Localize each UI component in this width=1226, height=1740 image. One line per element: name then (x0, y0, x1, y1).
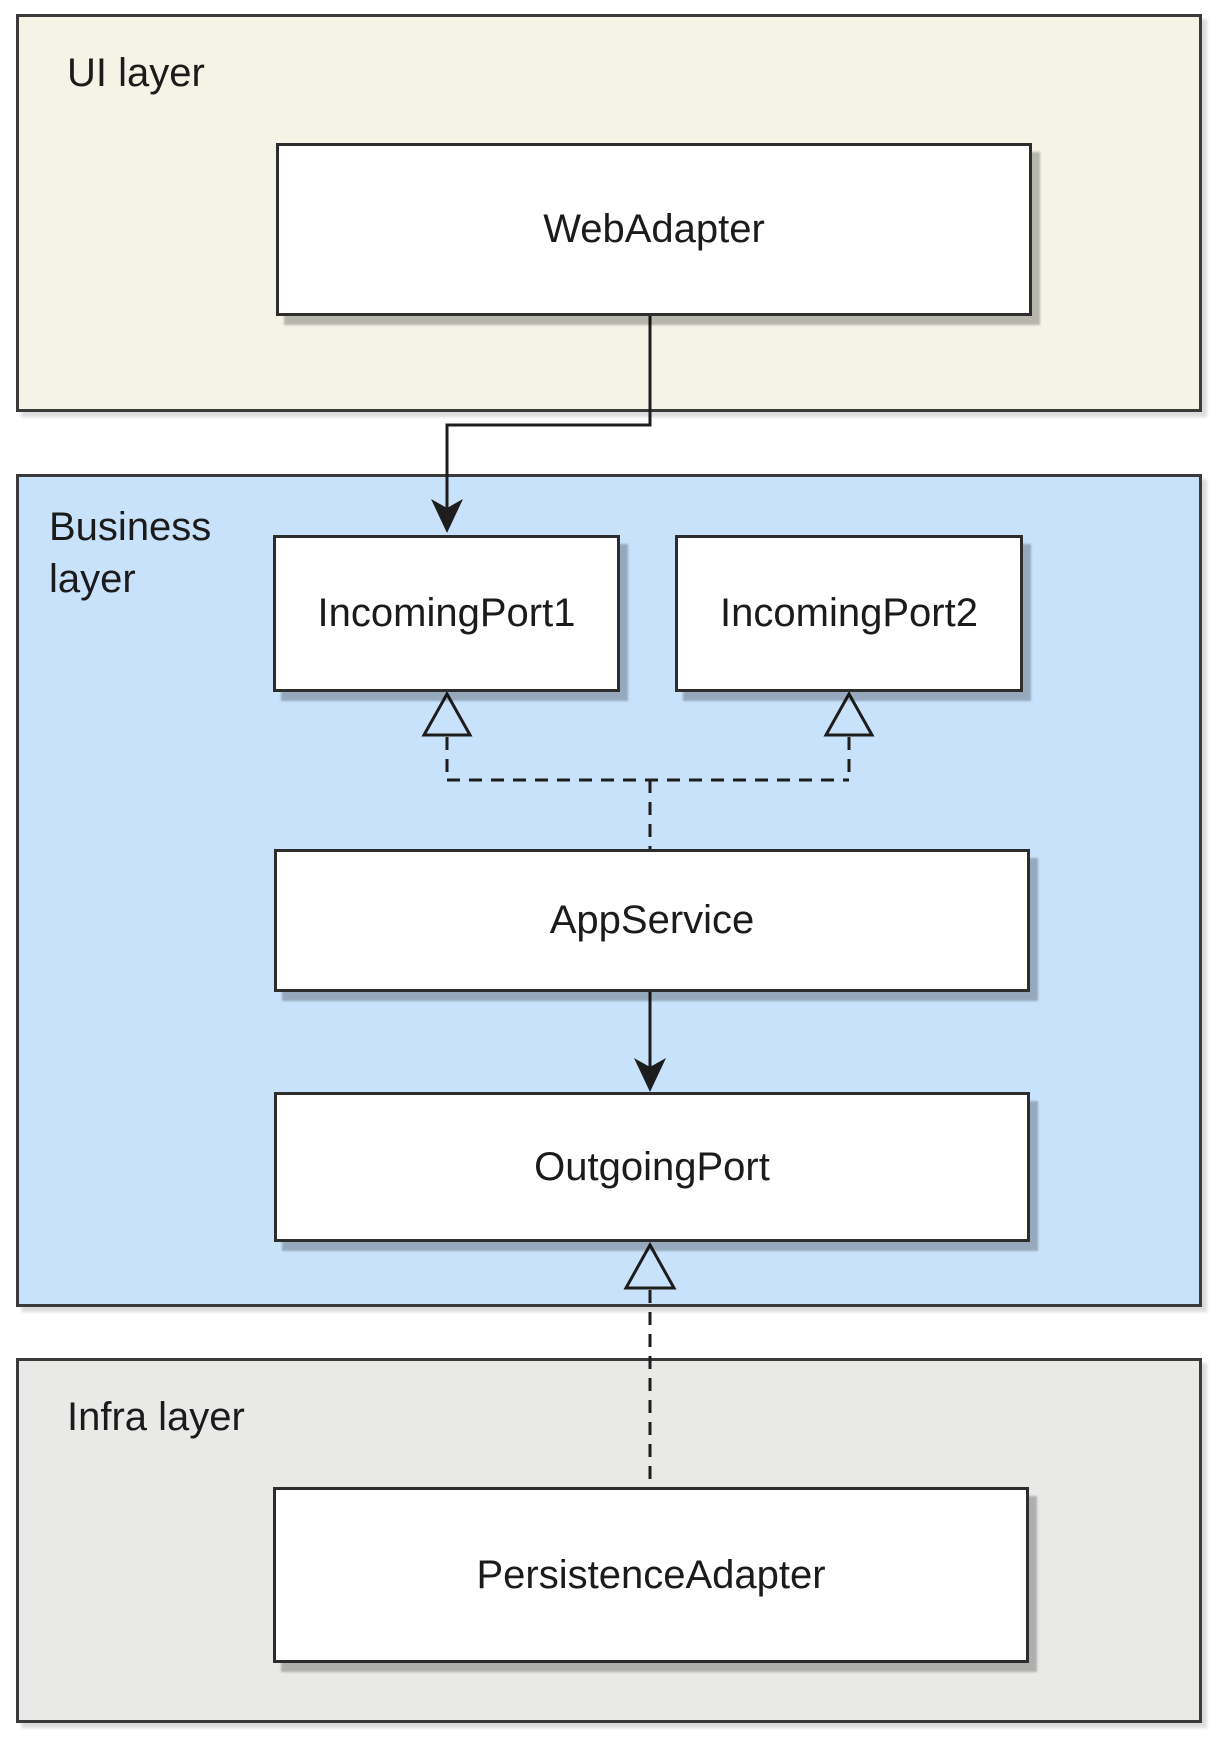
node-appservice-label: AppService (549, 898, 755, 942)
node-persistenceadapter-label: PersistenceAdapter (476, 1552, 826, 1597)
node-outgoingport: OutgoingPort (274, 1092, 1030, 1242)
node-incomingport1: IncomingPort1 (273, 535, 620, 692)
node-persistenceadapter: PersistenceAdapter (273, 1487, 1029, 1663)
node-outgoingport-label: OutgoingPort (534, 1144, 770, 1189)
node-incomingport2-label: IncomingPort2 (720, 591, 978, 635)
node-webadapter-label: WebAdapter (543, 207, 765, 251)
node-incomingport2: IncomingPort2 (675, 535, 1023, 692)
layer-business-label: Business layer (49, 505, 212, 601)
node-webadapter: WebAdapter (276, 143, 1032, 316)
layer-infra-label: Infra layer (67, 1395, 245, 1439)
layer-ui-label: UI layer (67, 51, 205, 95)
node-incomingport1-label: IncomingPort1 (317, 591, 576, 635)
node-appservice: AppService (274, 849, 1030, 992)
